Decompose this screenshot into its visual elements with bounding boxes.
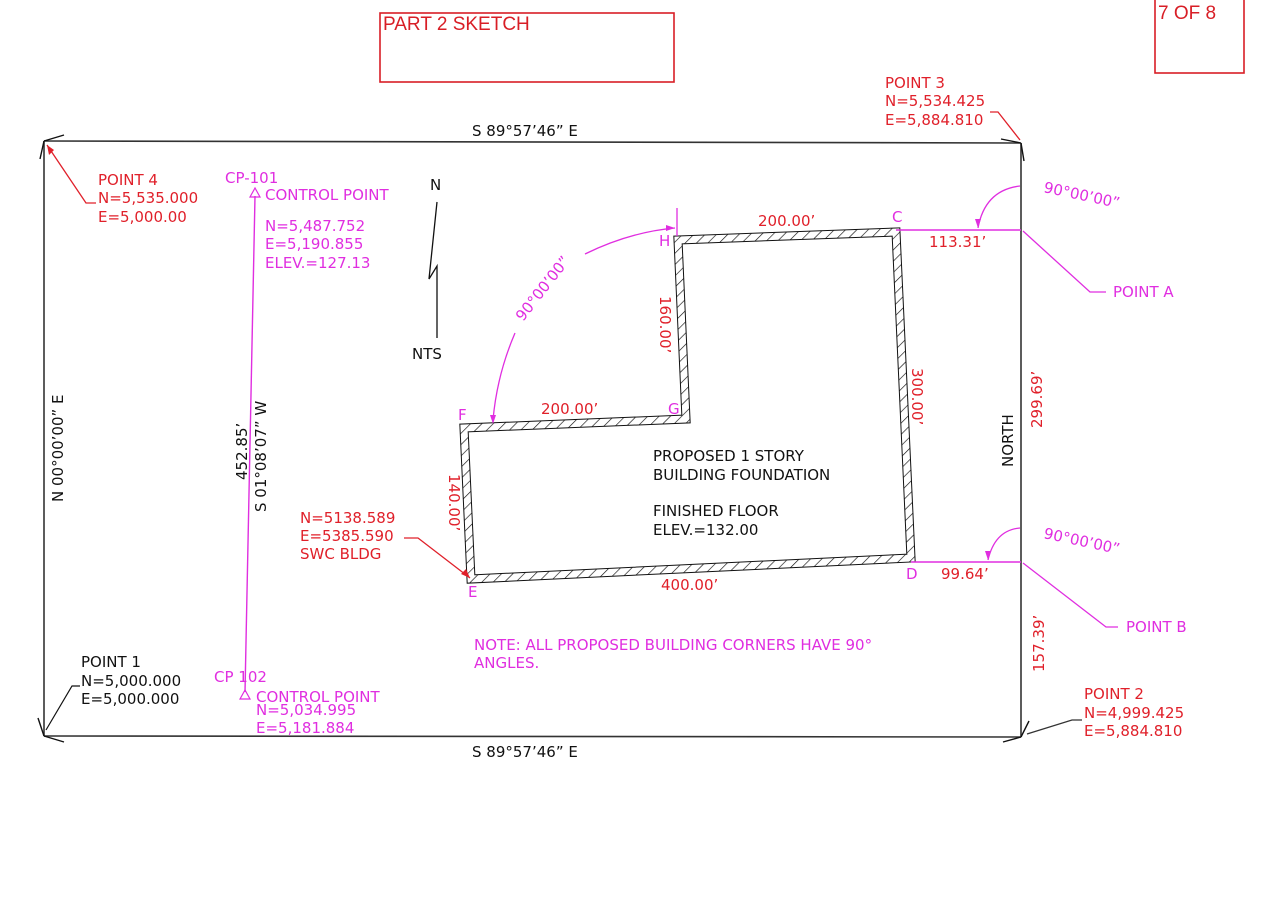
svg-text:N=5138.589: N=5138.589 xyxy=(300,509,395,527)
dim-hc: 200.00’ xyxy=(758,212,815,230)
dim-fg: 200.00’ xyxy=(541,400,598,418)
svg-text:E=5,000.000: E=5,000.000 xyxy=(81,690,179,708)
point-4-label: POINT 4 N=5,535.000 E=5,000.00 xyxy=(46,144,198,226)
svg-text:ELEV.=127.13: ELEV.=127.13 xyxy=(265,254,370,272)
point-b-label: POINT B xyxy=(1126,618,1187,636)
property-boundary xyxy=(43,140,1022,738)
left-bearing: N 00°00’00” E xyxy=(49,394,67,502)
svg-text:E=5,884.810: E=5,884.810 xyxy=(885,111,983,129)
svg-text:90°00’00”: 90°00’00” xyxy=(512,252,574,324)
svg-text:E=5,181.884: E=5,181.884 xyxy=(256,719,354,737)
svg-text:N=5,000.000: N=5,000.000 xyxy=(81,672,181,690)
svg-text:POINT 3: POINT 3 xyxy=(885,74,945,92)
svg-text:N=5,034.995: N=5,034.995 xyxy=(256,701,356,719)
svg-text:SWC BLDG: SWC BLDG xyxy=(300,545,381,563)
point-a-label: POINT A xyxy=(1113,283,1174,301)
note: NOTE: ALL PROPOSED BUILDING CORNERS HAVE… xyxy=(474,636,872,672)
svg-text:E=5,884.810: E=5,884.810 xyxy=(1084,722,1182,740)
svg-text:NOTE: ALL PROPOSED BUILDING CO: NOTE: ALL PROPOSED BUILDING CORNERS HAVE… xyxy=(474,636,872,654)
svg-text:E=5,000.00: E=5,000.00 xyxy=(98,208,187,226)
control-line: 452.85’ S 01°08’07” W xyxy=(233,186,270,700)
svg-text:PROPOSED 1 STORY: PROPOSED 1 STORY xyxy=(653,447,805,465)
top-bearing: S 89°57’46” E xyxy=(472,122,578,140)
corner-d: D xyxy=(906,565,918,583)
svg-text:113.31’: 113.31’ xyxy=(929,233,986,251)
point-2-label: POINT 2 N=4,999.425 E=5,884.810 xyxy=(1026,685,1184,740)
title-box: PART 2 SKETCH xyxy=(379,12,675,83)
dim-cd: 300.00’ xyxy=(908,368,926,425)
scale-label: NTS xyxy=(412,345,442,363)
dim-ef: 140.00’ xyxy=(445,474,463,531)
svg-text:POINT 1: POINT 1 xyxy=(81,653,141,671)
right-bearing: NORTH xyxy=(999,414,1017,467)
page-number-box: 7 OF 8 xyxy=(1154,0,1245,74)
svg-text:90°00’00”: 90°00’00” xyxy=(1042,524,1121,558)
tie-c-to-a: 113.31’ 90°00’00” POINT A xyxy=(896,178,1174,301)
point-1-label: POINT 1 N=5,000.000 E=5,000.000 xyxy=(45,653,181,731)
svg-text:POINT 2: POINT 2 xyxy=(1084,685,1144,703)
corner-f: F xyxy=(458,406,467,424)
north-arrow-icon xyxy=(428,201,438,338)
right-lower-distance: 157.39’ xyxy=(1030,615,1048,672)
svg-text:CP-101: CP-101 xyxy=(225,169,278,187)
page-number-label: 7 OF 8 xyxy=(1158,3,1216,24)
corner-c: C xyxy=(892,208,902,226)
svg-text:E=5385.590: E=5385.590 xyxy=(300,527,394,545)
cp102-label: CP 102 CONTROL POINT N=5,034.995 E=5,181… xyxy=(214,668,381,737)
corner-g: G xyxy=(668,400,680,418)
dim-ed: 400.00’ xyxy=(661,576,718,594)
svg-text:CONTROL POINT: CONTROL POINT xyxy=(265,186,390,204)
svg-text:POINT 4: POINT 4 xyxy=(98,171,158,189)
point-3-label: POINT 3 N=5,534.425 E=5,884.810 xyxy=(885,74,1021,141)
svg-text:CP 102: CP 102 xyxy=(214,668,267,686)
title-box-label: PART 2 SKETCH xyxy=(383,14,530,35)
swc-bldg-callout: N=5138.589 E=5385.590 SWC BLDG xyxy=(300,509,471,579)
north-arrow: N NTS xyxy=(412,176,442,363)
svg-text:99.64’: 99.64’ xyxy=(941,565,989,583)
cp101-label: CP-101 CONTROL POINT N=5,487.752 E=5,190… xyxy=(225,169,390,272)
svg-text:ELEV.=132.00: ELEV.=132.00 xyxy=(653,521,758,539)
right-upper-distance: 299.69’ xyxy=(1028,371,1046,428)
tie-d-to-b: 99.64’ 90°00’00” POINT B xyxy=(911,524,1187,636)
svg-text:N=5,487.752: N=5,487.752 xyxy=(265,217,365,235)
svg-text:N=5,534.425: N=5,534.425 xyxy=(885,92,985,110)
bottom-bearing: S 89°57’46” E xyxy=(472,743,578,761)
control-line-distance: 452.85’ xyxy=(233,423,251,480)
corner-arrows xyxy=(37,134,1030,743)
svg-text:90°00’00”: 90°00’00” xyxy=(1042,178,1121,212)
building-footprint xyxy=(459,227,916,584)
corner-e: E xyxy=(468,583,477,601)
svg-text:E=5,190.855: E=5,190.855 xyxy=(265,235,363,253)
svg-text:N=5,535.000: N=5,535.000 xyxy=(98,189,198,207)
svg-text:ANGLES.: ANGLES. xyxy=(474,654,539,672)
cp101-triangle-icon xyxy=(248,186,262,198)
svg-text:CONTROL POINT: CONTROL POINT xyxy=(256,688,381,706)
corner-h: H xyxy=(659,232,670,250)
svg-text:FINISHED FLOOR: FINISHED FLOOR xyxy=(653,502,779,520)
north-label: N xyxy=(430,176,441,194)
building-label: PROPOSED 1 STORY BUILDING FOUNDATION FIN… xyxy=(653,447,830,539)
dim-hg: 160.00’ xyxy=(656,296,674,353)
svg-text:N=4,999.425: N=4,999.425 xyxy=(1084,704,1184,722)
svg-text:BUILDING FOUNDATION: BUILDING FOUNDATION xyxy=(653,466,830,484)
control-line-bearing: S 01°08’07” W xyxy=(252,401,270,512)
cp102-triangle-icon xyxy=(238,688,252,700)
angle-arc-fh: 90°00’00” xyxy=(490,208,678,424)
